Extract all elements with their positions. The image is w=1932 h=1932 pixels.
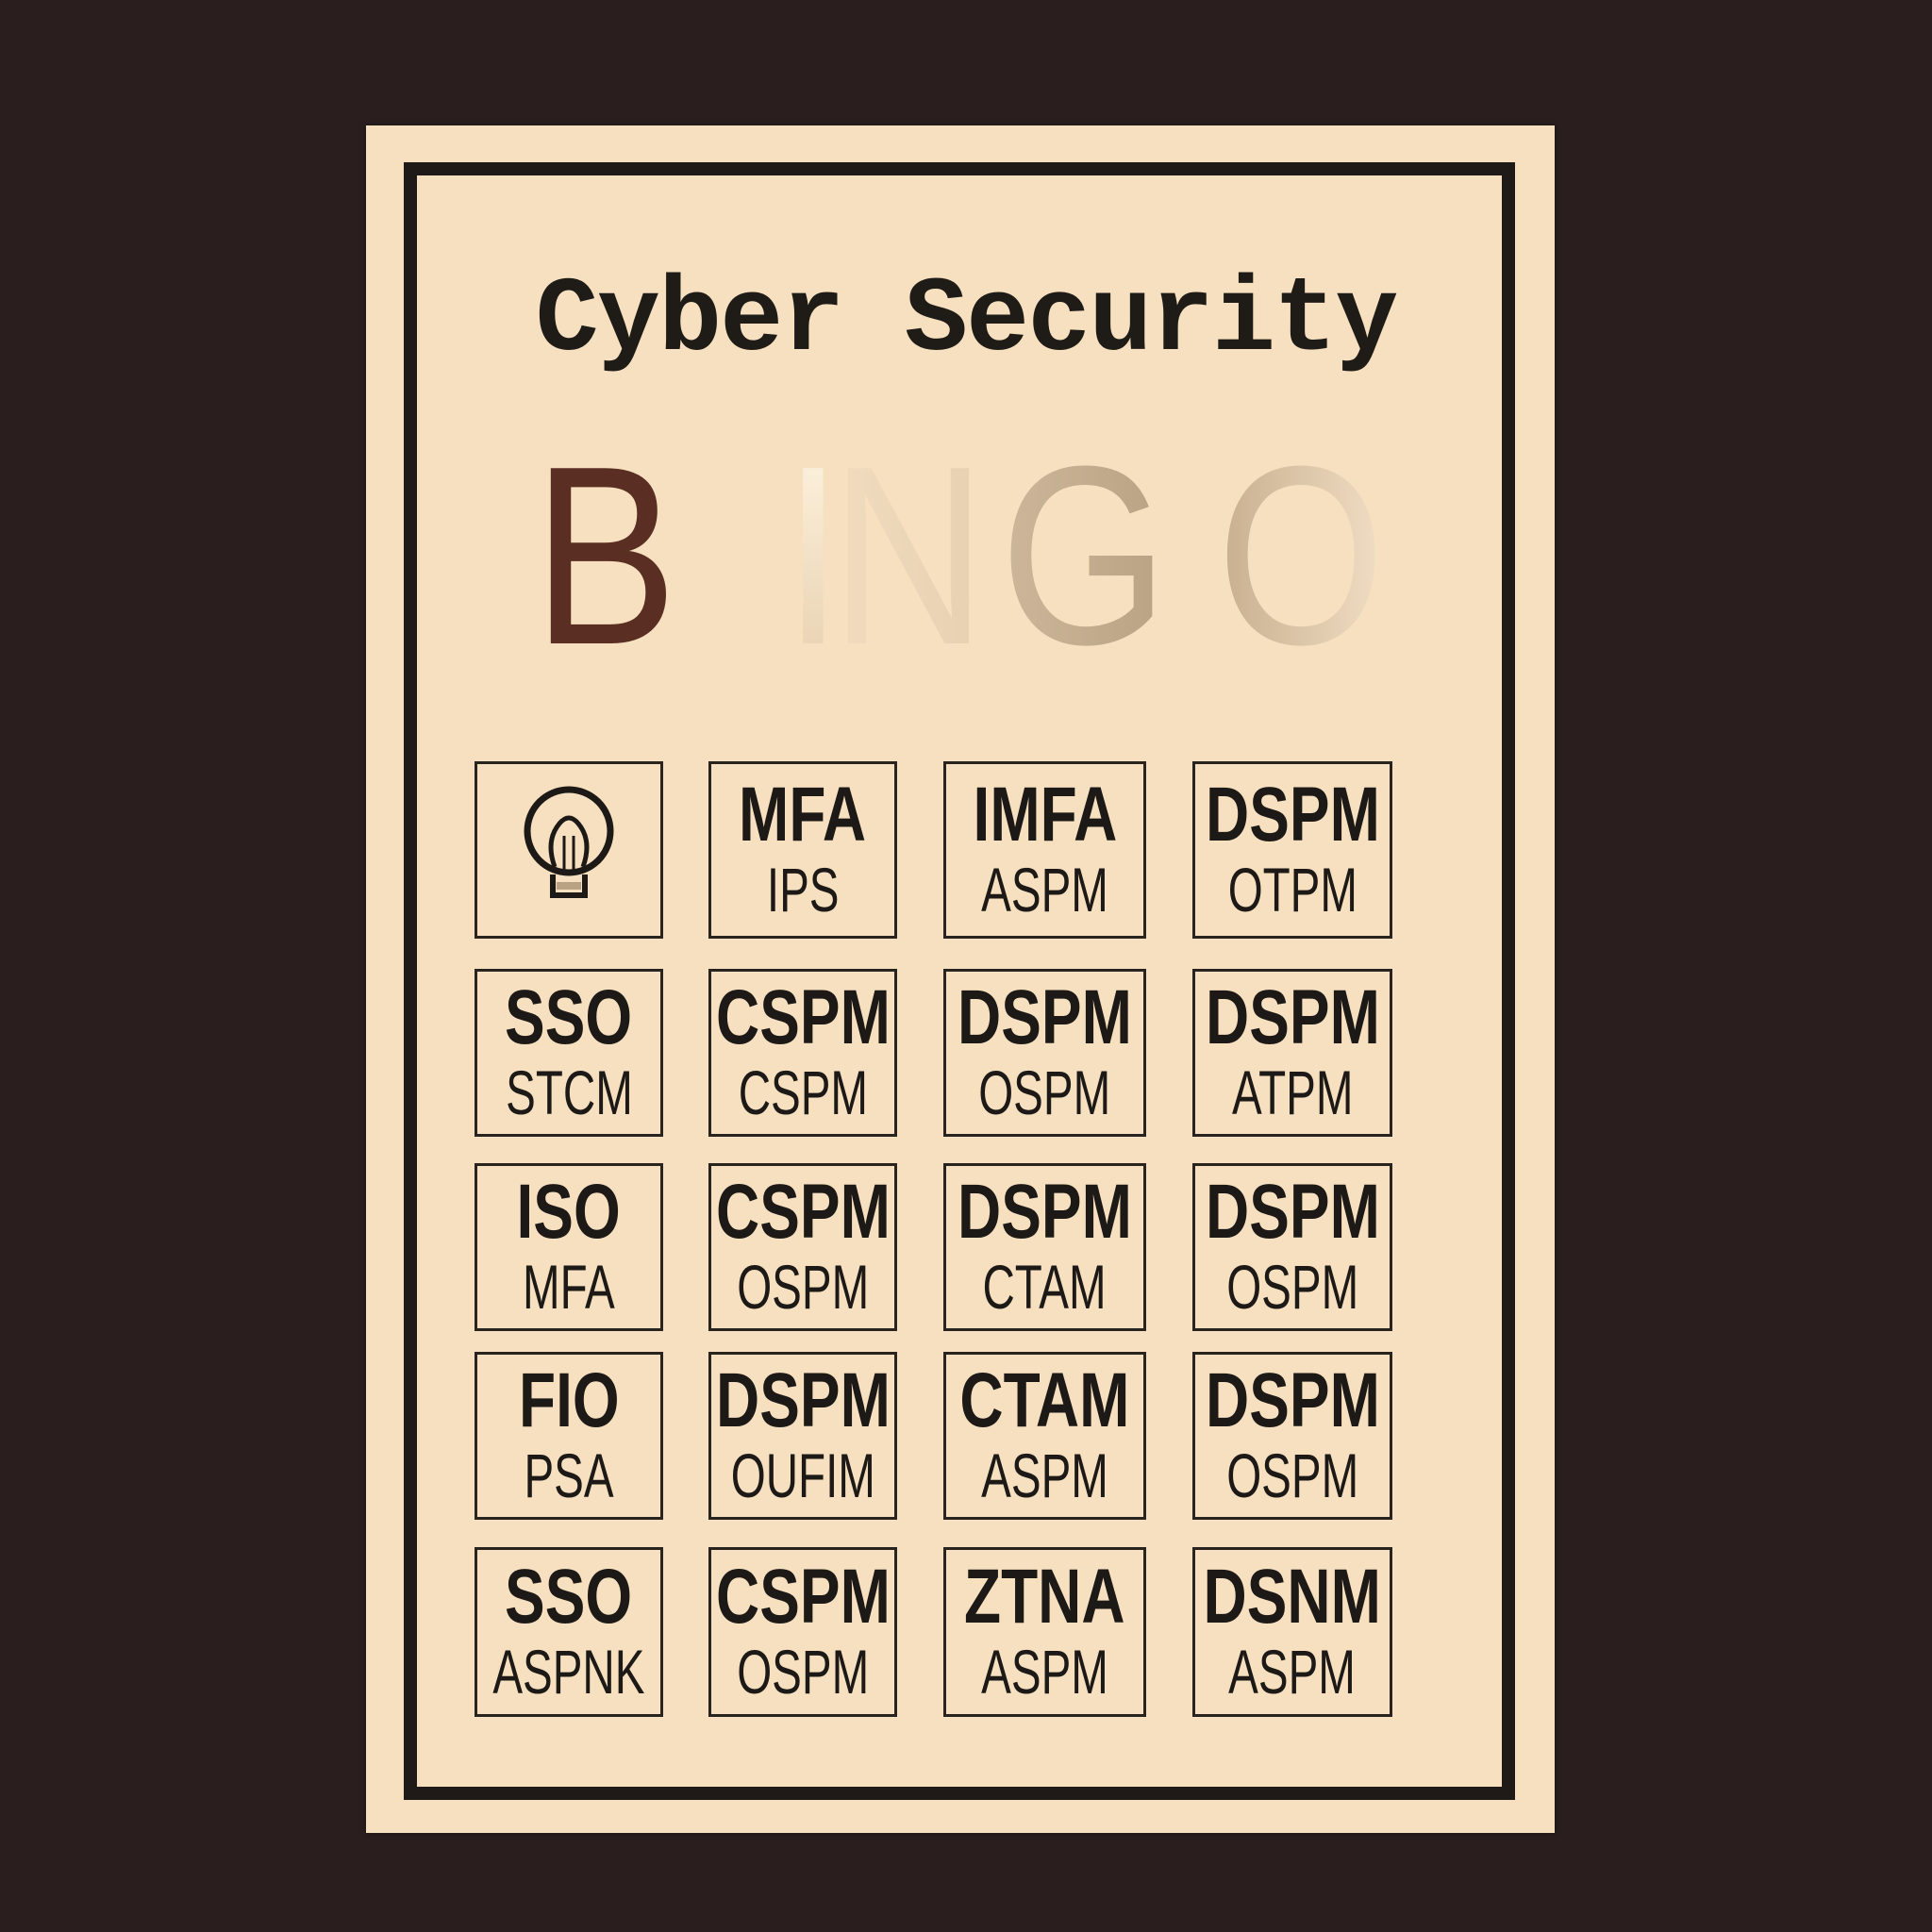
cell-term: IMFA — [973, 772, 1117, 858]
cell-term: ISO — [516, 1169, 622, 1256]
bingo-letter-n: N — [830, 414, 987, 698]
cell-term: DSNM — [1203, 1554, 1382, 1641]
cell-term: SSO — [505, 974, 633, 1061]
bingo-letter-b: B — [533, 414, 678, 698]
bingo-letter-g: G — [1000, 414, 1169, 698]
cell-term: DSPM — [1205, 772, 1380, 858]
cell-subterm: PSA — [524, 1441, 614, 1511]
cell-term: SSO — [505, 1554, 633, 1641]
cell-term: DSPM — [1205, 974, 1380, 1061]
cell-subterm: STCM — [505, 1058, 633, 1128]
cell-subterm: OSPM — [1226, 1441, 1358, 1511]
bingo-letter-i: I — [783, 414, 843, 698]
cell-subterm: ASPM — [1228, 1637, 1357, 1707]
cell-term: DSPM — [958, 1169, 1132, 1256]
cell-term: DSPM — [715, 1357, 891, 1444]
cell-subterm: OUFIM — [730, 1441, 875, 1511]
lightbulb-icon — [524, 786, 614, 898]
cell-subterm: OTPM — [1227, 855, 1357, 925]
cell-term: CSPM — [715, 1169, 891, 1256]
cell-subterm: ASPM — [981, 1441, 1108, 1511]
cell-subterm: OSPM — [737, 1252, 869, 1323]
cell-subterm: OSPM — [978, 1058, 1111, 1128]
cell-subterm: ASPM — [981, 855, 1108, 925]
cell-subterm: ASPM — [981, 1637, 1108, 1707]
card-border — [404, 162, 1515, 1800]
card-title: Cyber Security — [535, 261, 1399, 381]
cell-term: CSPM — [715, 1554, 891, 1641]
cell-term: ZTNA — [964, 1554, 1125, 1641]
cell-subterm: ASPNK — [492, 1637, 645, 1707]
cell-term: CSPM — [715, 974, 891, 1061]
cell-subterm: CTAM — [982, 1252, 1108, 1323]
cell-term: FIO — [518, 1357, 620, 1444]
cell-term: DSPM — [1205, 1169, 1380, 1256]
cell-term: DSPM — [1205, 1357, 1380, 1444]
cell-term: MFA — [739, 772, 867, 858]
cell-term: CTAM — [959, 1357, 1130, 1444]
cell-term: DSPM — [958, 974, 1132, 1061]
bingo-cell[interactable] — [475, 761, 663, 939]
cell-subterm: OSPM — [737, 1637, 869, 1707]
cell-subterm: MFA — [523, 1252, 615, 1323]
cell-subterm: IPS — [766, 855, 840, 925]
cell-subterm: OSPM — [1226, 1252, 1358, 1323]
bingo-letter-o: O — [1217, 414, 1386, 698]
cell-subterm: CSPM — [738, 1058, 868, 1128]
cell-subterm: ATPM — [1231, 1058, 1354, 1128]
